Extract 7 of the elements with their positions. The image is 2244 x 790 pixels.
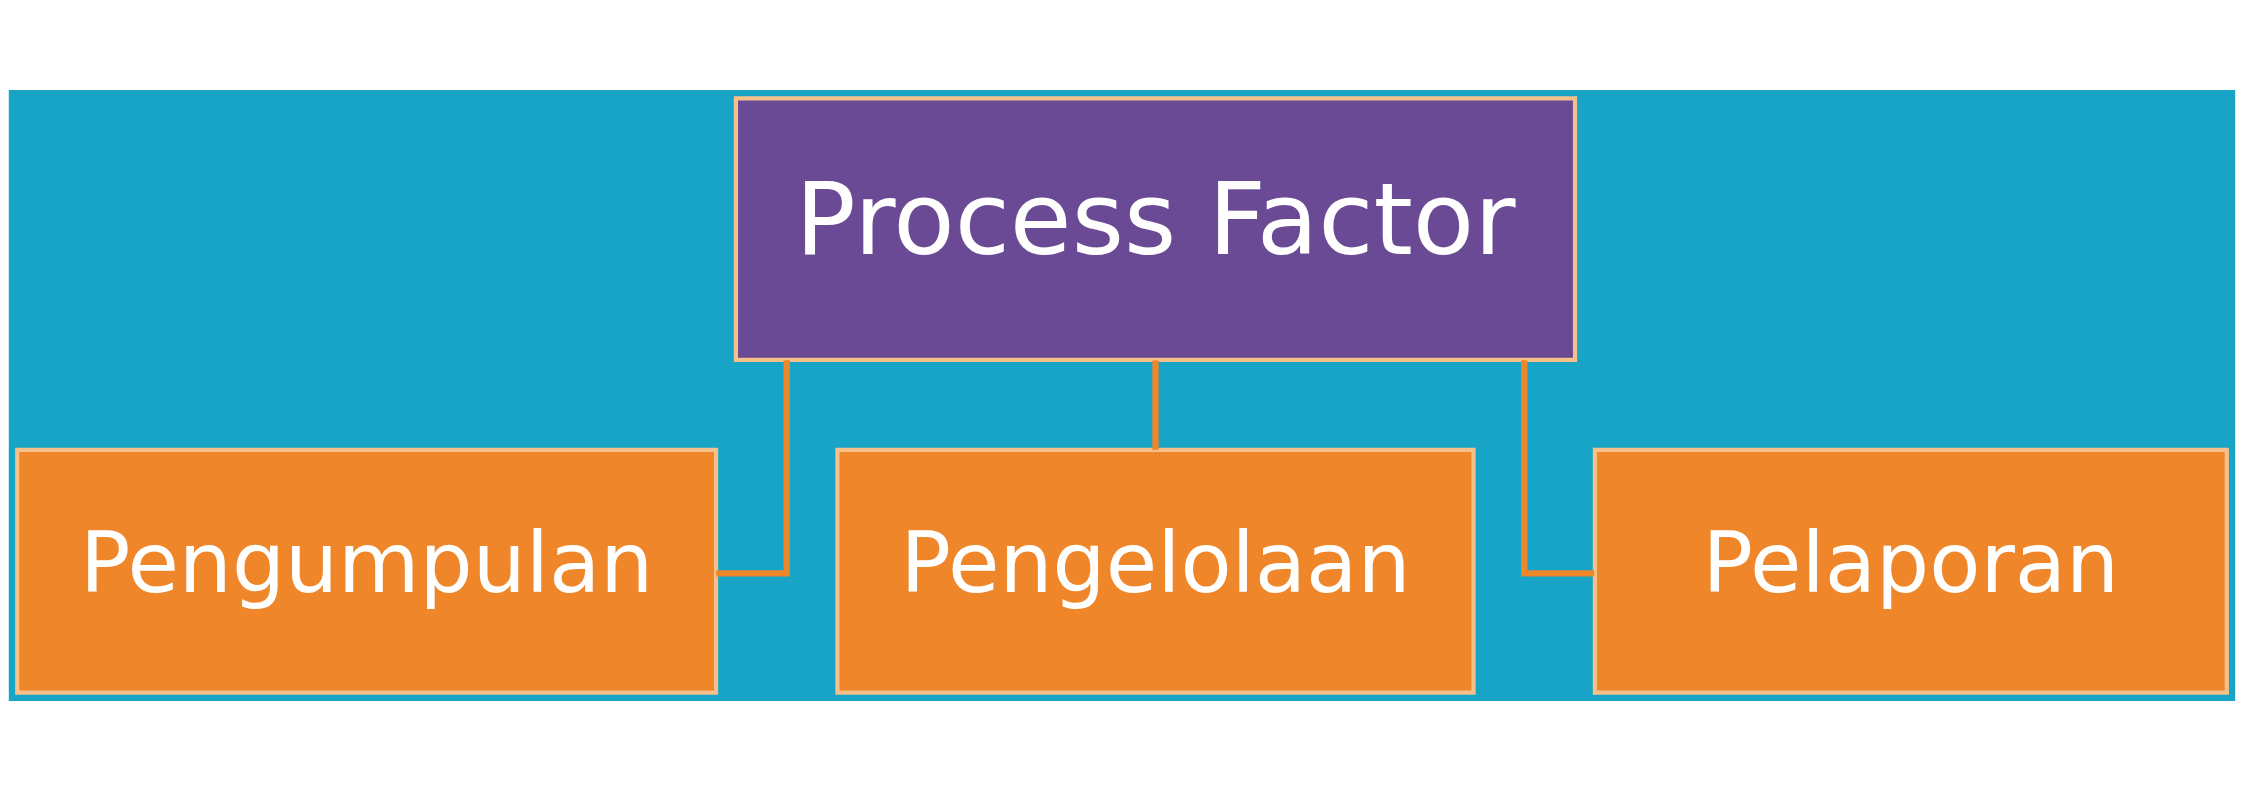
connector <box>716 359 790 576</box>
connector <box>1152 359 1159 450</box>
node-box: Pelaporan <box>1592 447 2229 695</box>
node-box: Process Factor <box>733 95 1578 362</box>
node-box: Pengelolaan <box>835 447 1476 695</box>
connector <box>1521 359 1595 576</box>
node-box: Pengumpulan <box>15 447 719 695</box>
